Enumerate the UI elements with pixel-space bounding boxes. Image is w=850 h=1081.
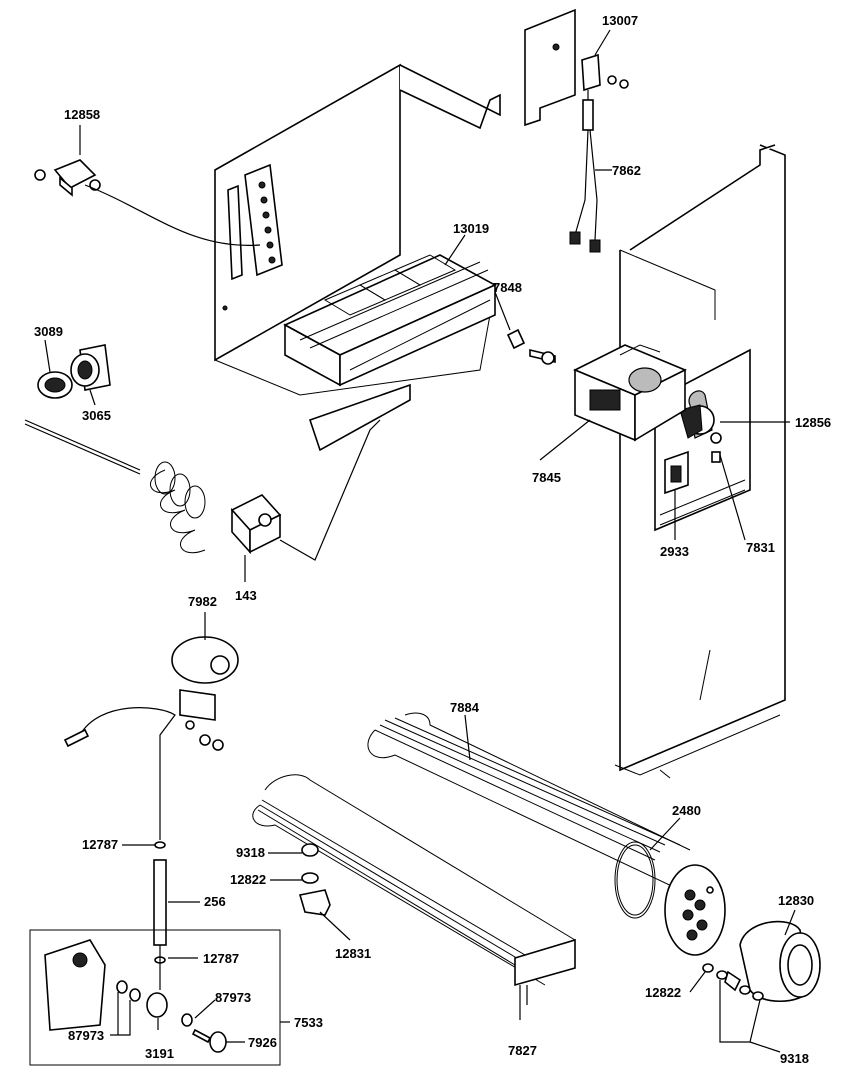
gasket-ring [614,841,656,919]
label-3065: 3065 [82,408,111,423]
label-12822-right: 12822 [645,985,681,1000]
label-13019: 13019 [453,221,489,236]
screw-nut [506,328,556,365]
capillary-thermostat [24,419,381,561]
label-87973-left: 87973 [68,1028,104,1043]
leader-lines [44,29,796,1053]
relay-block [283,254,497,387]
label-7884: 7884 [450,700,480,715]
label-3089: 3089 [34,324,63,339]
label-7831: 7831 [746,540,775,555]
bracket-12831 [298,843,331,916]
label-7533: 7533 [294,1015,323,1030]
knob-parts [37,344,111,399]
label-87973-right: 87973 [215,990,251,1005]
flange-fasteners [702,963,764,1001]
element-flange [664,864,726,956]
label-143: 143 [235,588,257,603]
label-9318-right: 9318 [780,1051,809,1066]
inset-box [29,929,281,1066]
label-9318-left: 9318 [236,845,265,860]
label-256: 256 [204,894,226,909]
label-12787-upper: 12787 [82,837,118,852]
element-cover-cap [739,920,821,1002]
label-7827: 7827 [508,1043,537,1058]
label-7845: 7845 [532,470,561,485]
label-2933: 2933 [660,544,689,559]
label-12856: 12856 [795,415,831,430]
label-7982: 7982 [188,594,217,609]
thermostat-block [573,344,687,442]
label-7926: 7926 [248,1035,277,1050]
heating-element-large [367,712,691,891]
bracket-plate [524,8,629,253]
label-7862: 7862 [612,163,641,178]
label-12831: 12831 [335,946,371,961]
label-12822-left: 12822 [230,872,266,887]
pressure-switch [63,636,239,990]
cabinet-back-panel [214,63,501,452]
label-3191: 3191 [145,1046,174,1061]
heating-element-small [252,774,576,1005]
label-12858: 12858 [64,107,100,122]
label-7848: 7848 [493,280,522,295]
label-2480: 2480 [672,803,701,818]
terminal-strip [227,163,283,281]
limit-thermostat [34,159,261,247]
label-12830: 12830 [778,893,814,908]
label-12787-lower: 12787 [203,951,239,966]
label-13007: 13007 [602,13,638,28]
